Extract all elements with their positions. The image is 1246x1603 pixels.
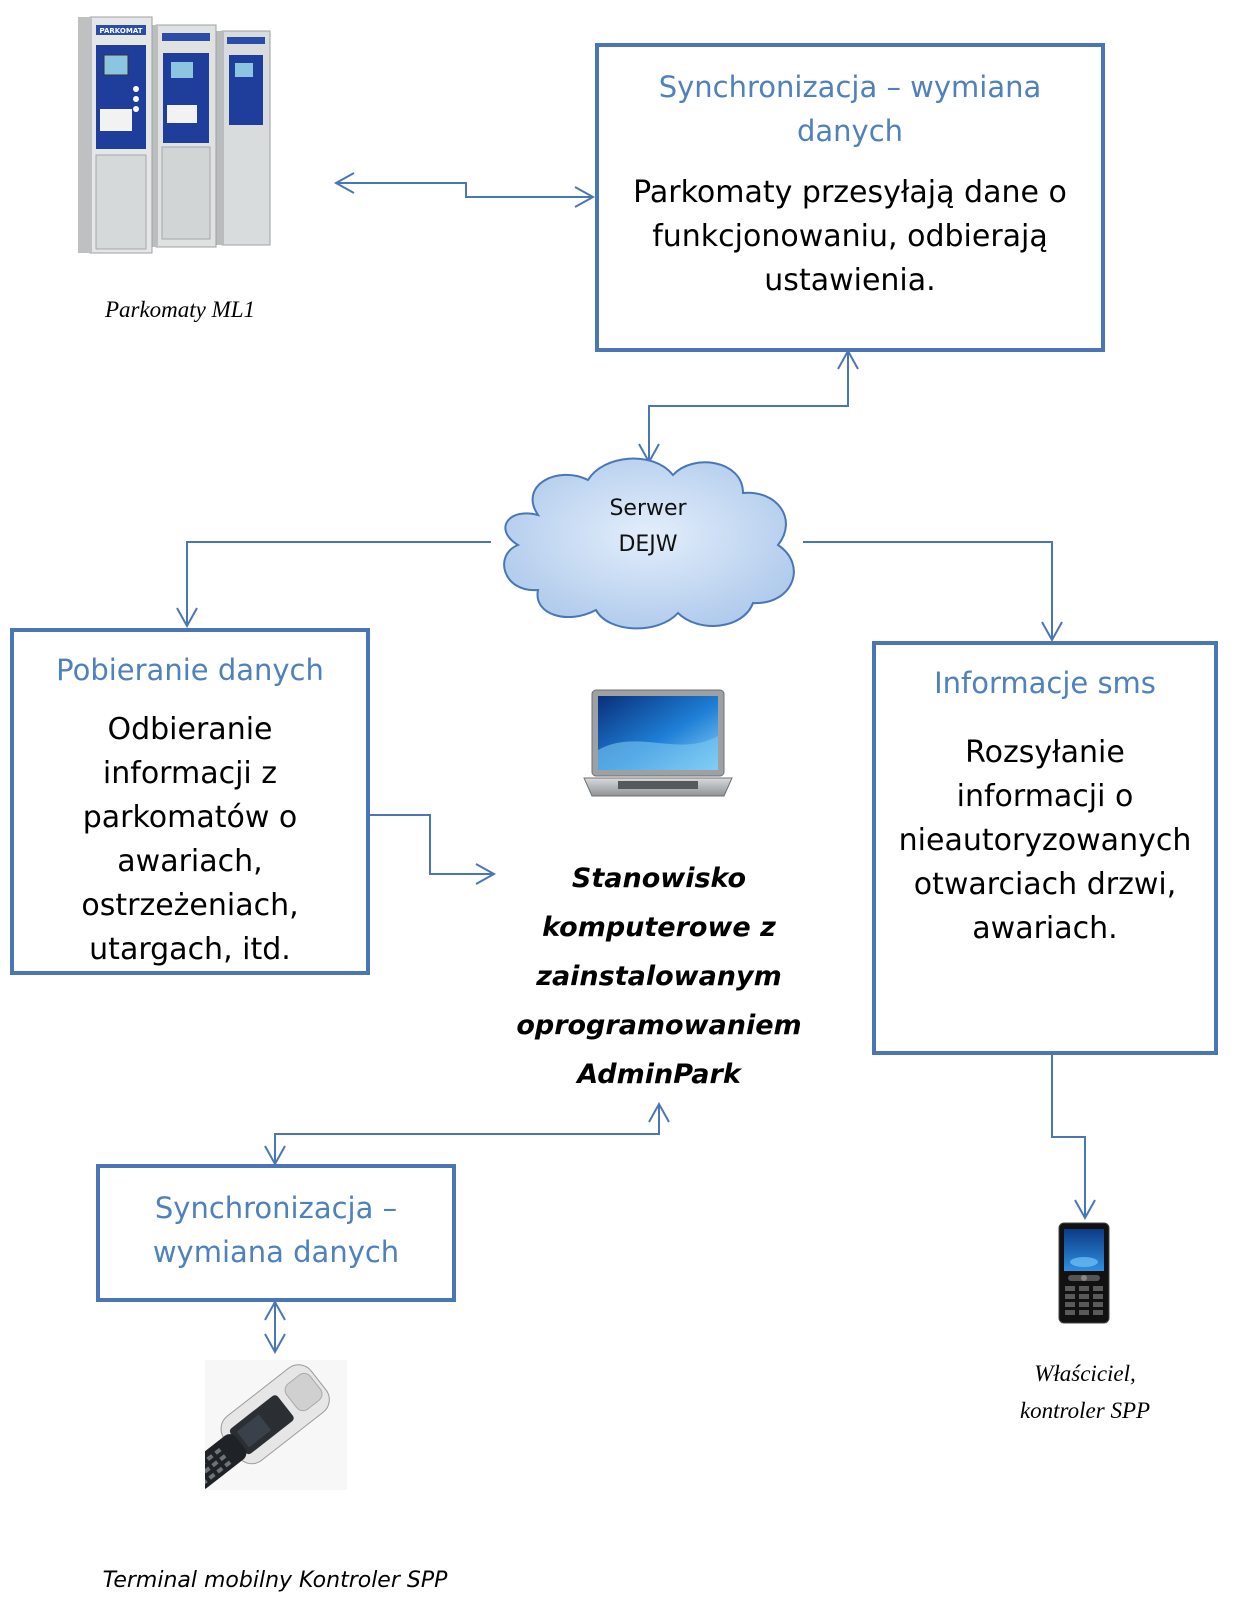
download-box: Pobieranie danych Odbieranie informacji … bbox=[10, 628, 370, 975]
download-body: Odbieranie informacji z parkomatów o awa… bbox=[81, 712, 299, 967]
mobile-phone-icon bbox=[1058, 1222, 1110, 1324]
svg-text:PARKOMAT: PARKOMAT bbox=[100, 27, 143, 35]
connector-download-workstation bbox=[370, 814, 497, 885]
connector-server-download bbox=[176, 541, 491, 629]
connector-workstation-syncbottom bbox=[264, 1101, 670, 1167]
connector-sync-server bbox=[638, 348, 859, 465]
download-title: Pobieranie danych bbox=[56, 653, 324, 687]
connector-sms-owner bbox=[1051, 1055, 1096, 1221]
parking-meters-caption: Parkomaty ML1 bbox=[104, 297, 256, 322]
sync-top-box: Synchronizacja – wymiana danych Parkomat… bbox=[595, 43, 1105, 352]
laptop-icon bbox=[583, 689, 733, 797]
mobile-terminal-icon bbox=[205, 1360, 347, 1490]
sms-body: Rozsyłanie informacji o nieautoryzowanyc… bbox=[898, 735, 1192, 946]
sync-top-body: Parkomaty przesyłają dane o funkcjonowan… bbox=[633, 175, 1067, 298]
connector-meters-sync bbox=[333, 172, 596, 208]
terminal-caption: Terminal mobilny Kontroler SPP bbox=[102, 1568, 448, 1593]
server-label: Serwer DEJW bbox=[609, 496, 687, 557]
sync-bottom-box: Synchronizacja – wymiana danych bbox=[96, 1164, 456, 1302]
parking-meter-icon: PARKOMAT bbox=[78, 16, 271, 254]
cloud-icon bbox=[503, 457, 795, 630]
owner-caption: Właściciel, kontroler SPP bbox=[1019, 1361, 1151, 1423]
connector-server-sms bbox=[803, 541, 1063, 643]
sms-title: Informacje sms bbox=[934, 666, 1156, 700]
sync-bottom-title: Synchronizacja – wymiana danych bbox=[152, 1191, 400, 1269]
sync-top-title: Synchronizacja – wymiana danych bbox=[658, 70, 1042, 148]
workstation-label: Stanowisko komputerowe z zainstalowanym … bbox=[516, 863, 802, 1090]
sms-box: Informacje sms Rozsyłanie informacji o n… bbox=[872, 641, 1218, 1055]
